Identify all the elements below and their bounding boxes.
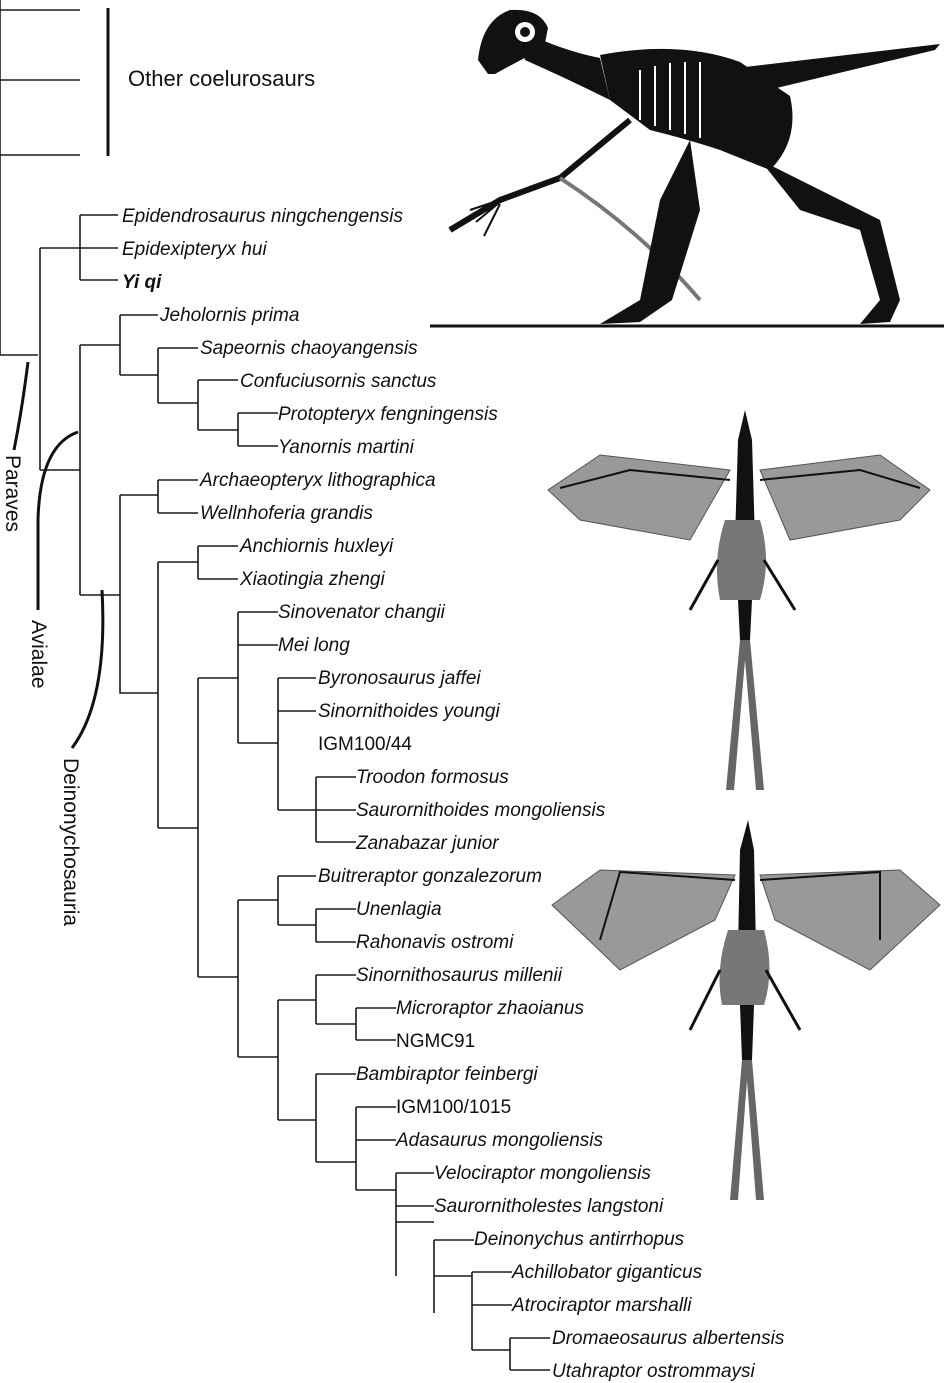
taxon-label: IGM100/1015 [396,1097,511,1118]
taxon-label: Buitreraptor gonzalezorum [318,866,542,887]
taxon-label: Yanornis martini [278,437,415,458]
taxon-label: Adasaurus mongoliensis [395,1130,604,1151]
clade-brackets [12,8,110,749]
taxon-label: Velociraptor mongoliensis [434,1163,651,1184]
taxon-label: Epidexipteryx hui [122,239,267,260]
other-coelurosaurs-label: Other coelurosaurs [128,66,315,91]
taxon-label: Atrociraptor marshalli [511,1295,692,1316]
taxon-label: Archaeopteryx lithographica [199,470,436,491]
taxon-label: Dromaeosaurus albertensis [552,1328,785,1349]
taxon-label: Rahonavis ostromi [356,932,514,953]
taxon-label: Troodon formosus [356,767,509,788]
avialae-bracket [36,430,79,610]
taxon-label: Jeholornis prima [159,305,299,326]
taxon-label: Utahraptor ostrommaysi [552,1361,756,1382]
taxon-label: Sapeornis chaoyangensis [200,338,418,359]
deinonychosauria-bracket [70,589,105,749]
taxon-label: Protopteryx fengningensis [278,404,498,425]
taxon-label: Confuciusornis sanctus [240,371,437,392]
gliding-reconstruction-1 [547,410,931,790]
taxon-label: NGMC91 [396,1031,475,1052]
taxon-label: Bambiraptor feinbergi [356,1064,538,1085]
taxon-label: Unenlagia [356,899,442,920]
yi-qi-walking-skeleton [430,9,944,328]
taxon-label: Sinovenator changii [278,602,446,623]
taxon-label: Deinonychus antirrhopus [474,1229,685,1250]
taxon-label: Anchiornis huxleyi [239,536,394,557]
taxon-label: Xiaotingia zhengi [239,569,385,590]
taxon-label: Wellnhoferia grandis [200,503,373,524]
taxon-label: Saurornitholestes langstoni [434,1196,664,1217]
taxon-label: IGM100/44 [318,734,412,755]
taxon-label: Achillobator giganticus [511,1262,703,1283]
taxon-label: Sinornithoides youngi [318,701,500,722]
taxon-label: Saurornithoides mongoliensis [356,800,606,821]
paraves-label: Paraves [1,455,24,532]
taxon-label: Microraptor zhaoianus [396,998,584,1019]
taxon-label: Epidendrosaurus ningchengensis [122,206,403,227]
taxon-label: Zanabazar junior [355,833,499,854]
taxon-label: Yi qi [122,272,162,293]
paraves-bracket [12,361,30,451]
avialae-label: Avialae [27,620,50,689]
deinonychosauria-label: Deinonychosauria [59,758,82,926]
gliding-reconstruction-2 [551,820,941,1200]
taxon-label: Sinornithosaurus millenii [356,965,563,986]
taxon-labels: Epidendrosaurus ningchengensisEpidexipte… [122,206,785,1382]
cladogram-tree [0,0,550,1371]
taxon-label: Mei long [278,635,350,656]
taxon-label: Byronosaurus jaffei [318,668,481,689]
